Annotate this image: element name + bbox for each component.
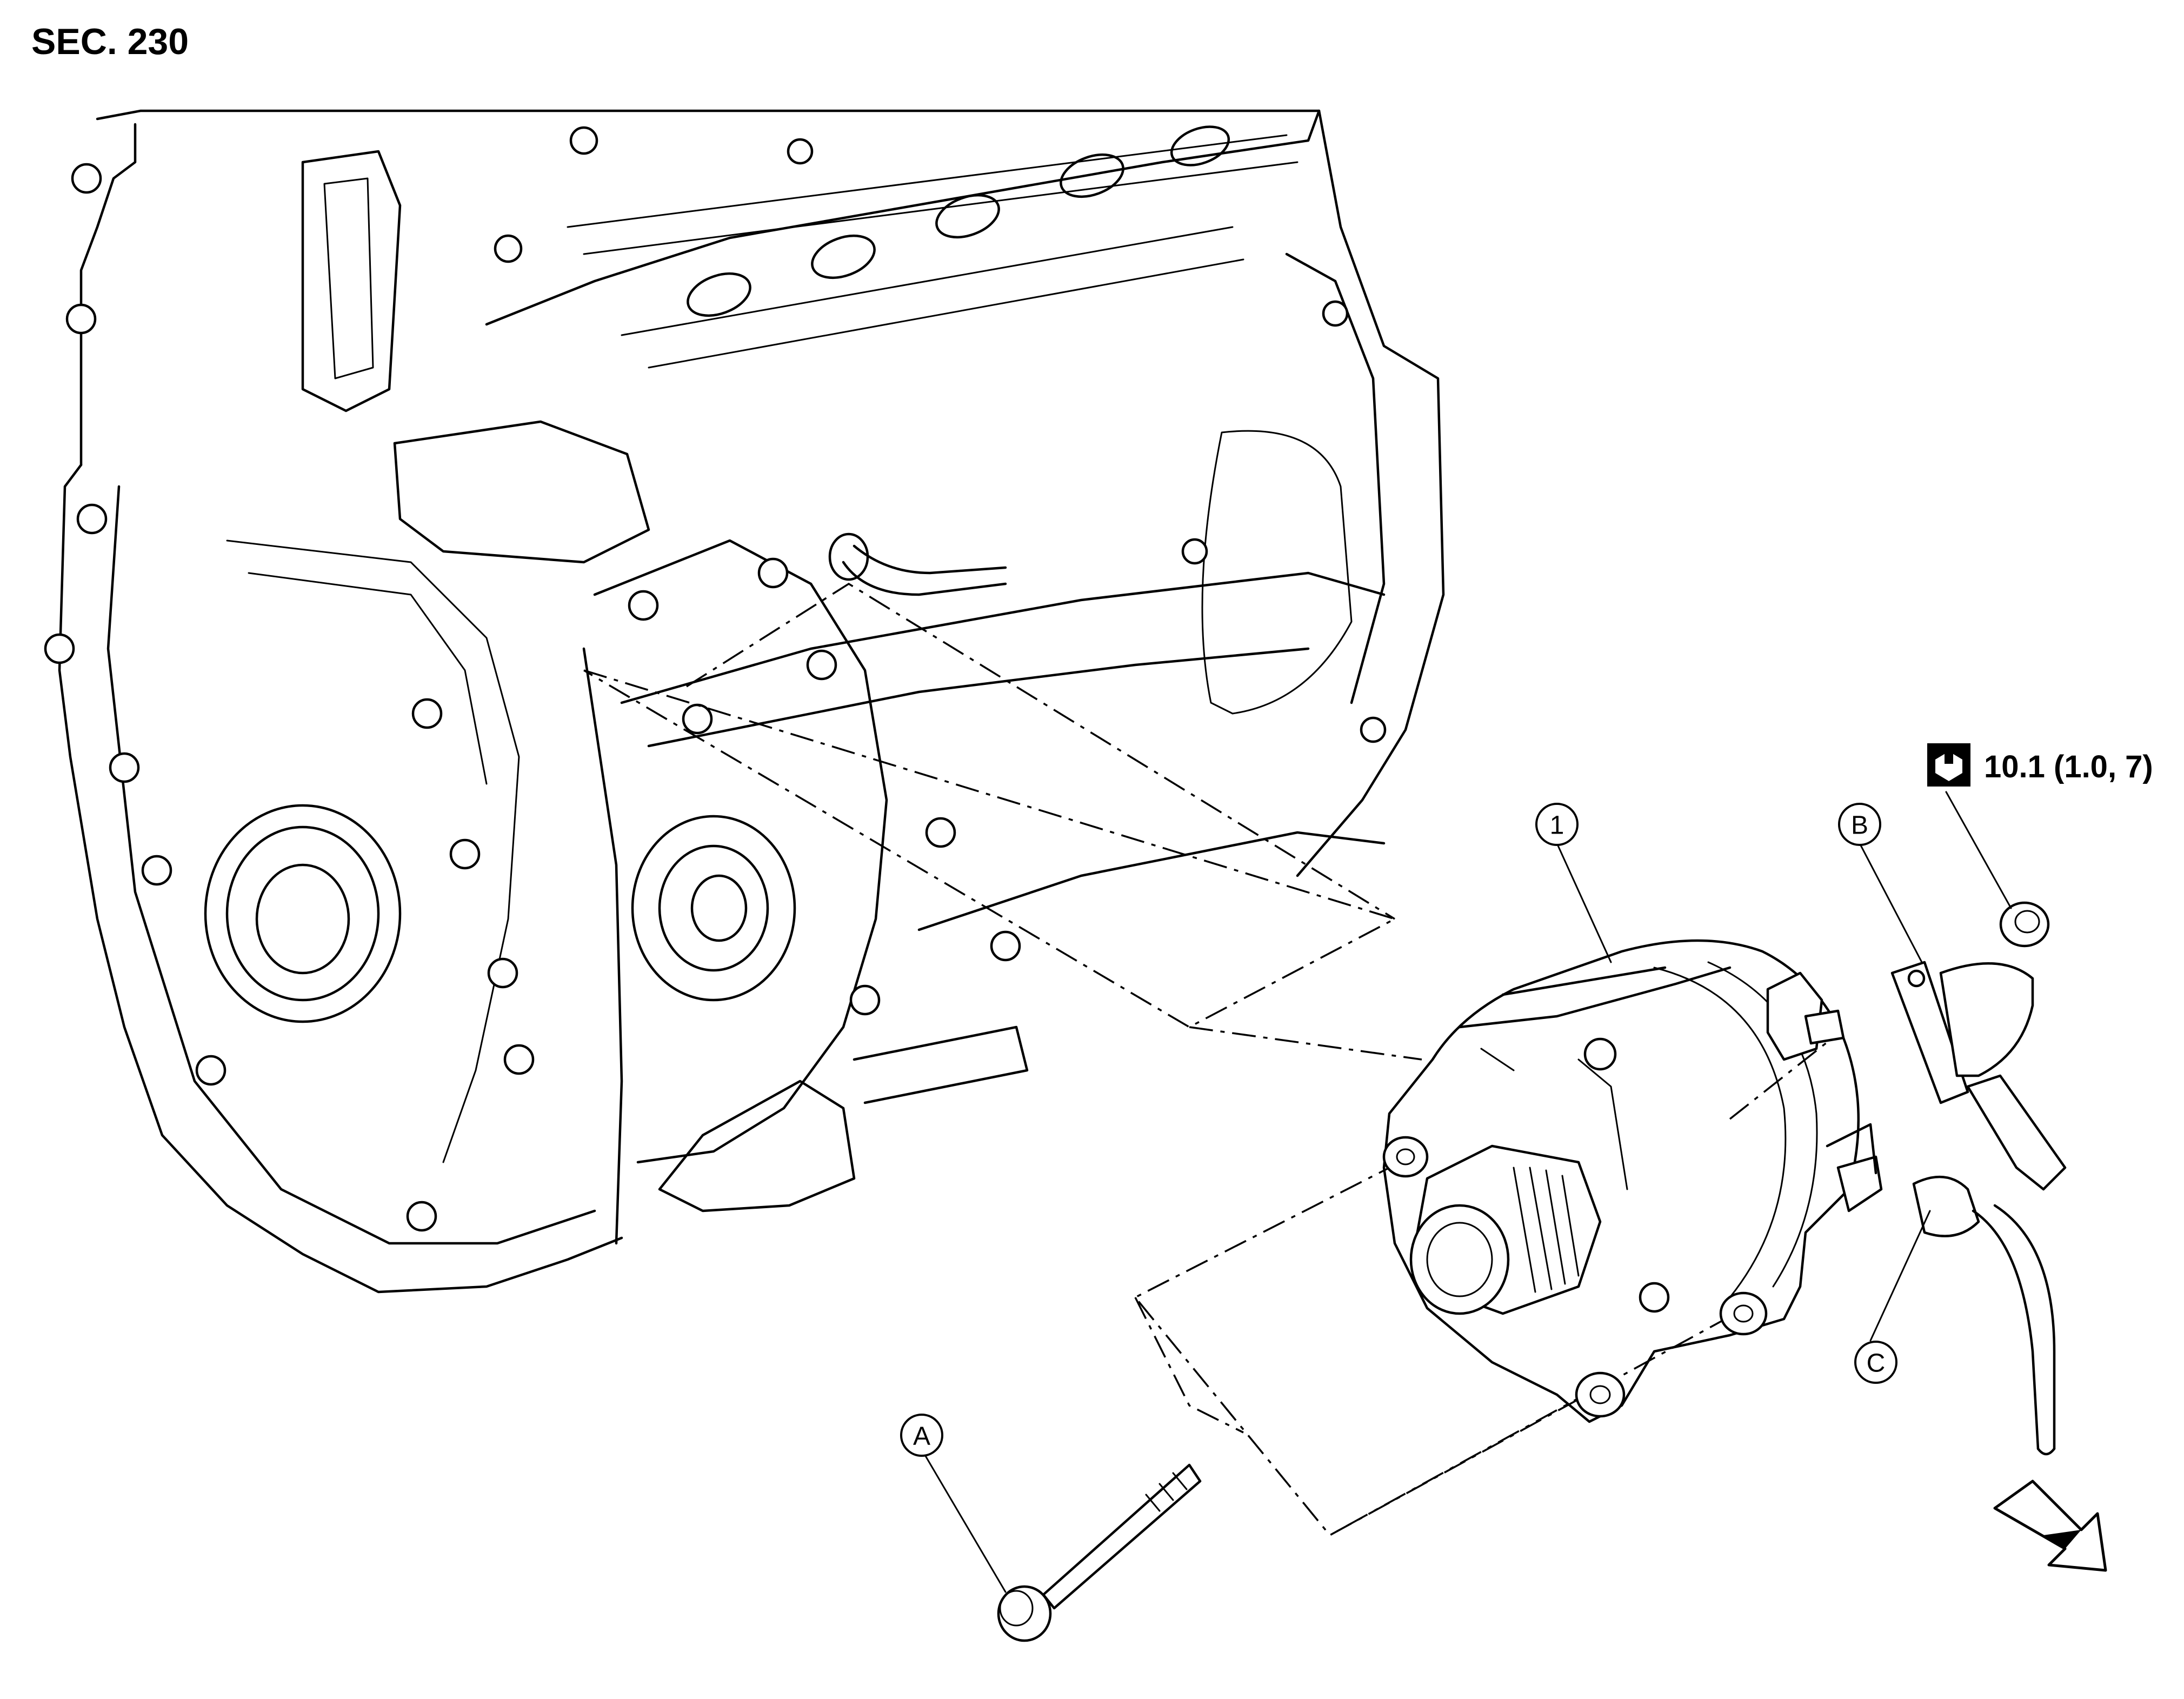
callout-a: A — [900, 1414, 943, 1457]
crank-seal — [204, 804, 402, 1023]
engine-assembly — [44, 109, 1445, 1294]
terminal-nut — [1999, 901, 2050, 948]
callout-label-1: 1 — [1550, 811, 1564, 840]
front-direction-arrow-icon — [1993, 1480, 2107, 1572]
intake-ports — [687, 125, 1230, 317]
torque-callout: 10.1 (1.0, 7) — [1927, 743, 2153, 787]
battery-cable — [1890, 961, 2067, 1191]
callout-1: 1 — [1535, 803, 1579, 846]
callout-b: B — [1838, 803, 1881, 846]
torque-wrench-icon — [1927, 743, 1970, 787]
torque-spec: 10.1 (1.0, 7) — [1984, 749, 2153, 784]
section-label: SEC. 230 — [31, 21, 189, 62]
leader-lines — [923, 791, 2012, 1593]
bracket-boss — [631, 815, 796, 1002]
callout-label-c: C — [1867, 1349, 1886, 1378]
engine-bolts — [44, 126, 1387, 1232]
alternator-bolt — [997, 1463, 1202, 1642]
callout-c: C — [1854, 1341, 1897, 1384]
callout-label-b: B — [1851, 811, 1868, 840]
connector-harness — [1912, 1175, 2056, 1456]
callout-label-a: A — [913, 1422, 930, 1451]
alternator — [1382, 939, 1883, 1423]
alternator-pulley — [1409, 1144, 1602, 1315]
assembly-guide-lines — [583, 582, 1834, 1537]
